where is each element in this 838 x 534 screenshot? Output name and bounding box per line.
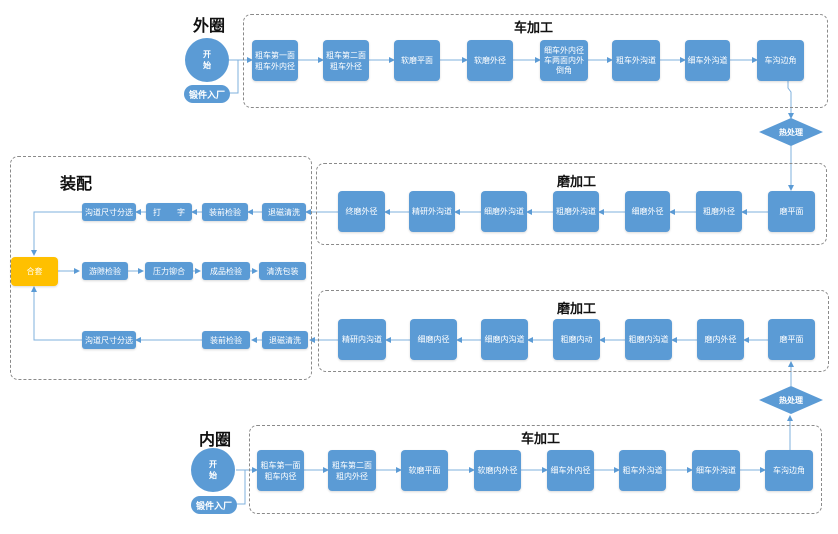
outer-grinding-step-3[interactable]: 细磨外径 bbox=[625, 191, 670, 232]
inner-turning-step-1[interactable]: 粗车第一面 粗车内径 bbox=[257, 450, 304, 491]
outer-turning-step-3[interactable]: 软磨平面 bbox=[394, 40, 440, 81]
merge-node[interactable]: 合套 bbox=[11, 257, 58, 286]
inner-grinding-step-7[interactable]: 精研内沟道 bbox=[338, 319, 386, 360]
assembly-middle-step-1[interactable]: 游隙检验 bbox=[82, 262, 128, 280]
assembly-top-step-4[interactable]: 沟道尺寸分选 bbox=[82, 203, 136, 221]
outer-grinding-step-7[interactable]: 终磨外径 bbox=[338, 191, 385, 232]
inner-turning-step-5[interactable]: 细车外内径 bbox=[547, 450, 594, 491]
outer-grinding-step-1[interactable]: 磨平面 bbox=[768, 191, 815, 232]
outer-turning-step-8[interactable]: 车沟边角 bbox=[757, 40, 804, 81]
assembly-bottom-step-1[interactable]: 退磁清洗 bbox=[262, 331, 308, 349]
outer-turning-step-1[interactable]: 粗车第一面 粗车外内径 bbox=[252, 40, 298, 81]
inner-grinding-step-1[interactable]: 磨平面 bbox=[768, 319, 815, 360]
outer-start-node[interactable]: 开 始 bbox=[185, 38, 229, 82]
inner-turning-step-4[interactable]: 软磨内外径 bbox=[474, 450, 521, 491]
outer-turning-title: 车加工 bbox=[514, 21, 554, 36]
outer-grinding-step-2[interactable]: 粗磨外径 bbox=[696, 191, 742, 232]
outer-heat-treatment-node[interactable]: 热处理 bbox=[759, 118, 823, 146]
assembly-bottom-step-3[interactable]: 沟道尺寸分选 bbox=[82, 331, 136, 349]
outer-grinding-step-5[interactable]: 细磨外沟道 bbox=[481, 191, 527, 232]
assembly-top-step-3[interactable]: 打 字 bbox=[146, 203, 192, 221]
outer-turning-step-5[interactable]: 细车外内径 车两面内外 倒角 bbox=[540, 40, 588, 81]
outer-grinding-step-6[interactable]: 精研外沟道 bbox=[409, 191, 455, 232]
inner-heat-treatment-node[interactable]: 热处理 bbox=[759, 386, 823, 414]
inner-grinding-step-2[interactable]: 磨内外径 bbox=[697, 319, 744, 360]
assembly-middle-step-2[interactable]: 压力铆合 bbox=[145, 262, 193, 280]
assembly-middle-step-4[interactable]: 清洗包装 bbox=[259, 262, 306, 280]
outer-ring-title: 外圈 bbox=[193, 16, 226, 35]
outer-grinding-step-4[interactable]: 粗磨外沟道 bbox=[553, 191, 599, 232]
inner-turning-group bbox=[249, 425, 822, 514]
inner-turning-step-3[interactable]: 软磨平面 bbox=[401, 450, 448, 491]
inner-start-node[interactable]: 开 始 bbox=[191, 448, 235, 492]
outer-heat-treatment-label: 热处理 bbox=[779, 127, 803, 137]
outer-turning-step-6[interactable]: 粗车外沟道 bbox=[612, 40, 660, 81]
outer-grinding-title: 磨加工 bbox=[557, 175, 597, 190]
inner-turning-step-7[interactable]: 细车外沟道 bbox=[692, 450, 740, 491]
assembly-top-step-1[interactable]: 退磁清洗 bbox=[262, 203, 306, 221]
inner-grinding-group bbox=[318, 290, 829, 372]
inner-turning-step-6[interactable]: 粗车外沟道 bbox=[619, 450, 666, 491]
inner-grinding-step-6[interactable]: 细磨内径 bbox=[410, 319, 457, 360]
assembly-group bbox=[10, 156, 312, 380]
outer-turning-step-2[interactable]: 粗车第二面 粗车外径 bbox=[323, 40, 369, 81]
inner-turning-step-8[interactable]: 车沟边角 bbox=[765, 450, 813, 491]
inner-grinding-step-3[interactable]: 粗磨内沟道 bbox=[625, 319, 672, 360]
assembly-title: 装配 bbox=[60, 174, 93, 193]
inner-input-node[interactable]: 锻件入厂 bbox=[191, 496, 237, 514]
outer-turning-group bbox=[243, 14, 828, 108]
inner-heat-treatment-label: 热处理 bbox=[779, 395, 803, 405]
inner-grinding-step-4[interactable]: 粗磨内动 bbox=[553, 319, 600, 360]
inner-ring-title: 内圈 bbox=[199, 430, 232, 449]
assembly-middle-step-3[interactable]: 成品检验 bbox=[202, 262, 250, 280]
diamond-shape bbox=[759, 118, 823, 146]
inner-grinding-step-5[interactable]: 细磨内沟道 bbox=[481, 319, 528, 360]
inner-grinding-title: 磨加工 bbox=[557, 302, 597, 317]
outer-input-node[interactable]: 锻件入厂 bbox=[184, 85, 230, 103]
inner-turning-step-2[interactable]: 粗车第二面 粗内外径 bbox=[328, 450, 376, 491]
outer-grinding-group bbox=[316, 163, 827, 245]
outer-turning-step-7[interactable]: 细车外沟道 bbox=[685, 40, 730, 81]
diamond-shape bbox=[759, 386, 823, 414]
outer-turning-step-4[interactable]: 软磨外径 bbox=[467, 40, 513, 81]
assembly-top-step-2[interactable]: 装前检验 bbox=[202, 203, 248, 221]
assembly-bottom-step-2[interactable]: 装前检验 bbox=[202, 331, 250, 349]
inner-turning-title: 车加工 bbox=[521, 432, 561, 447]
